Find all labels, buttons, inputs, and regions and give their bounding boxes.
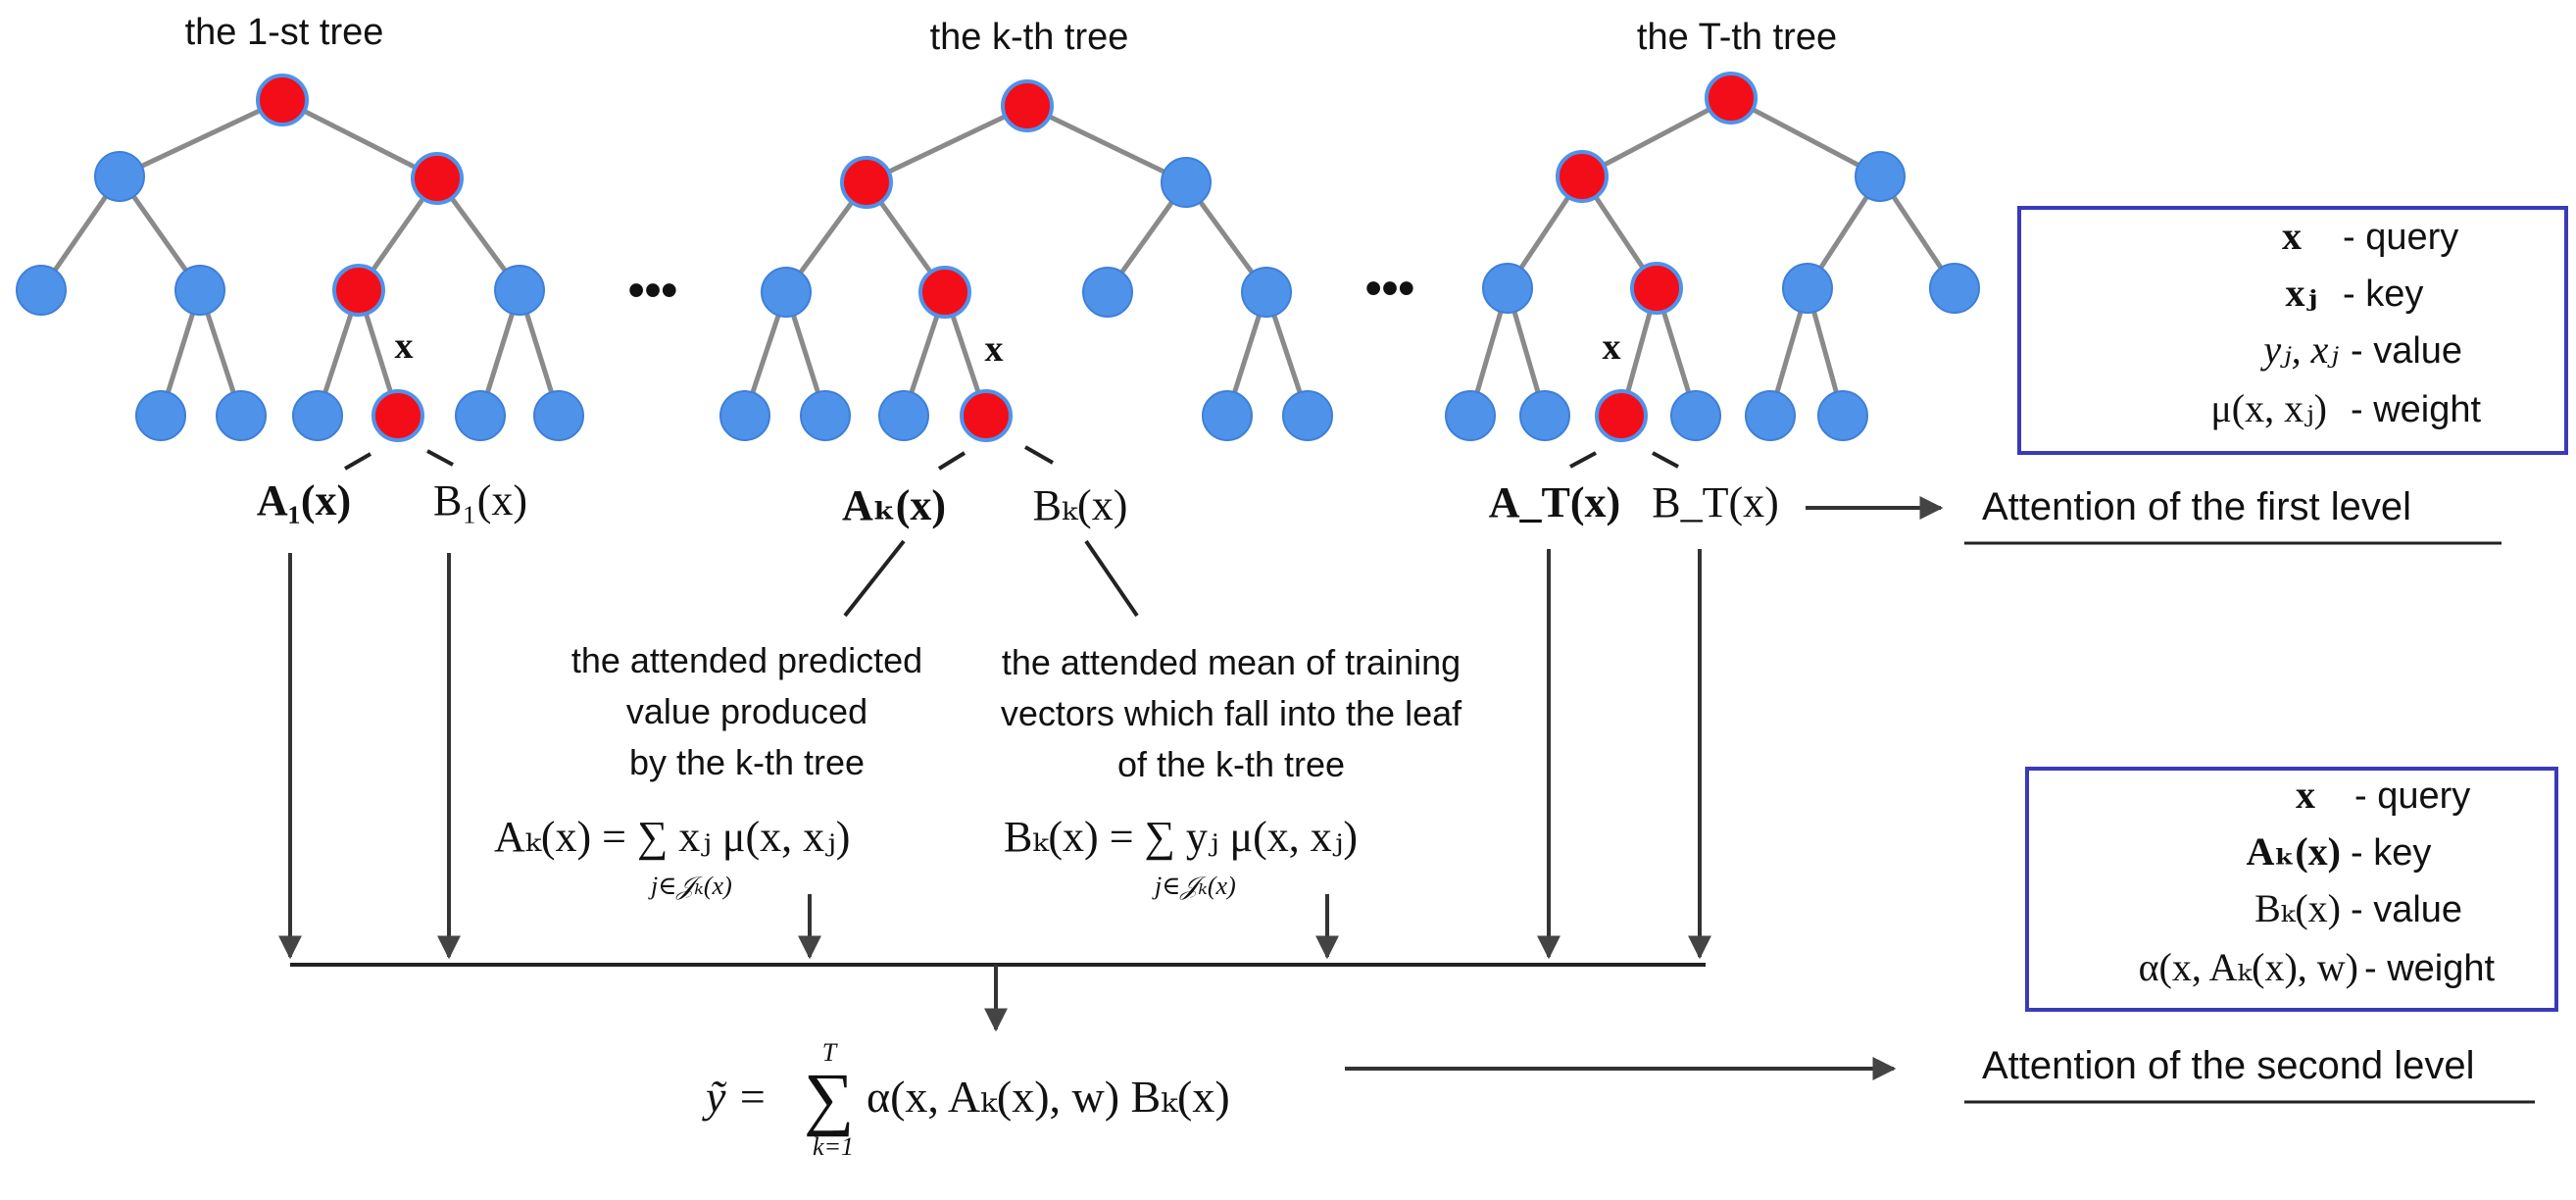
- ellipsis-2: •••: [1365, 263, 1414, 315]
- explanation-A-line-2: value produced: [626, 691, 867, 731]
- box1-term-key: xⱼ: [2285, 271, 2317, 315]
- box2-desc-value: - value: [2351, 889, 2462, 930]
- explanation-B-line-3: of the k-th tree: [1117, 744, 1345, 784]
- tree-1-title: the 1-st tree: [185, 12, 384, 53]
- label-second-level: Attention of the second level: [1982, 1044, 2475, 1087]
- tree-1-nodes: [16, 74, 584, 442]
- tree-k-nodes: [719, 79, 1333, 442]
- box2-term-key: Aₖ(x): [2247, 829, 2341, 874]
- explanation-B-line-2: vectors which fall into the leaf: [1001, 693, 1462, 733]
- tree-T-title: the T-th tree: [1637, 17, 1837, 58]
- box2-desc-key: - key: [2351, 832, 2431, 874]
- box1-desc-value: - value: [2351, 330, 2462, 372]
- label-first-level: Attention of the first level: [1982, 485, 2411, 528]
- box1-term-query: x: [2282, 214, 2302, 258]
- box2-term-query: x: [2296, 773, 2315, 817]
- explanation-A-line-1: the attended predicted: [571, 640, 922, 680]
- merge-arrows: [278, 549, 1711, 1032]
- legend-box-first-level: x - query xⱼ - key yⱼ, xⱼ - value μ(x, x…: [2017, 206, 2568, 455]
- explanation-A-line-3: by the k-th tree: [629, 742, 865, 782]
- box2-term-weight: α(x, Aₖ(x), w): [2139, 945, 2358, 989]
- box1-desc-query: - query: [2343, 217, 2458, 258]
- final-formula-sup: T: [822, 1038, 838, 1067]
- final-formula-lhs: ỹ =: [702, 1072, 768, 1122]
- tree-1-A-label: A₁(x): [257, 476, 351, 525]
- explanation-B-line-1: the attended mean of training: [1002, 642, 1461, 682]
- formula-B-sub: j∈𝒥ₖ(x): [1152, 872, 1236, 900]
- tree-1-B-label: B₁(x): [433, 476, 527, 525]
- ellipsis-1: •••: [628, 265, 677, 317]
- tree-T-edges: [1467, 95, 1957, 417]
- tree-T-x-label: x: [1603, 326, 1621, 368]
- box2-desc-weight: - weight: [2364, 948, 2495, 989]
- box1-term-weight: μ(x, xⱼ): [2210, 386, 2327, 430]
- tree-1: the 1-st tree: [16, 12, 584, 525]
- tree-T-B-label: B_T(x): [1652, 478, 1779, 526]
- box1-desc-key: - key: [2343, 274, 2423, 315]
- box1-term-value: yⱼ, xⱼ: [2259, 327, 2339, 372]
- tree-T-nodes: [1445, 72, 1980, 442]
- tree-k-A-label: Aₖ(x): [842, 481, 946, 529]
- tree-k-title: the k-th tree: [930, 17, 1129, 58]
- explanation-A: the attended predicted value produced by…: [494, 539, 922, 900]
- formula-B: Bₖ(x) = ∑ yⱼ μ(x, xⱼ): [1004, 813, 1358, 861]
- tree-k: the k-th tree: [719, 17, 1333, 529]
- formula-A: Aₖ(x) = ∑ xⱼ μ(x, xⱼ): [494, 813, 850, 861]
- tree-k-B-label: Bₖ(x): [1033, 481, 1128, 529]
- box1-desc-weight: - weight: [2351, 389, 2481, 430]
- final-formula-body: α(x, Aₖ(x), w) Bₖ(x): [867, 1072, 1230, 1122]
- box2-desc-query: - query: [2354, 775, 2470, 817]
- final-formula: ỹ = ∑ T k=1 α(x, Aₖ(x), w) Bₖ(x): [702, 1038, 1230, 1161]
- tree-T: the T-th tree: [1445, 17, 1980, 526]
- tree-k-x-label: x: [985, 328, 1004, 370]
- tree-T-A-label: A_T(x): [1489, 478, 1620, 526]
- explanation-B: the attended mean of training vectors wh…: [1001, 539, 1462, 900]
- tree-1-x-label: x: [395, 325, 414, 367]
- formula-A-sub: j∈𝒥ₖ(x): [648, 872, 732, 900]
- final-formula-sub: k=1: [813, 1132, 854, 1161]
- tree-1-edges: [38, 97, 562, 417]
- box2-term-value: Bₖ(x): [2254, 886, 2341, 930]
- tree-k-edges: [742, 103, 1311, 417]
- legend-box-second-level: x - query Aₖ(x) - key Bₖ(x) - value α(x,…: [2025, 767, 2558, 1012]
- final-formula-sum: ∑: [804, 1059, 854, 1137]
